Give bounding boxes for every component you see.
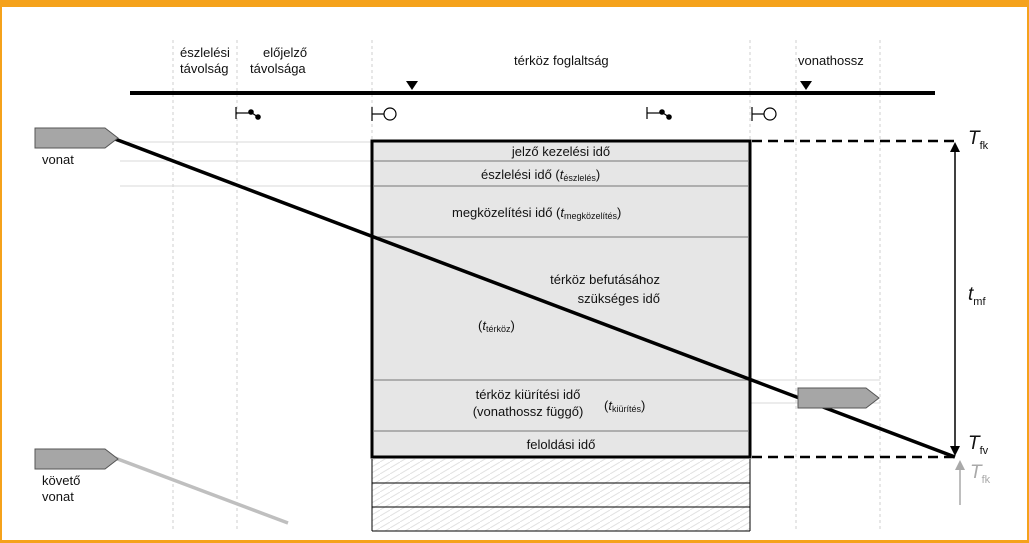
clearing-symbol-label: (tkiürítés) — [604, 398, 645, 414]
lead-train-icon — [34, 127, 119, 149]
main-signal-1-icon — [371, 107, 397, 121]
following-train-label-1: követő — [42, 473, 80, 488]
train-length-label: vonathossz — [798, 53, 864, 68]
following-train-path-line — [114, 456, 289, 525]
phase-separators — [373, 160, 749, 432]
lead-train-label: vonat — [42, 152, 74, 167]
tfk-label: Tfk — [968, 128, 989, 152]
following-train-label-2: vonat — [42, 489, 74, 504]
tmf-label: tmf — [968, 284, 986, 308]
main-signal-2-icon — [751, 107, 777, 121]
detection-time-label: észlelési idő (tészlelés) — [481, 167, 600, 183]
distant-signal-distance-label-1: előjelző — [263, 45, 307, 60]
block-run-symbol-label: (ttérköz) — [478, 318, 515, 334]
distant-signal-distance-label-2: távolsága — [250, 61, 306, 76]
lead-train-later-icon — [797, 387, 880, 409]
following-train-icon — [34, 448, 119, 470]
block-occupancy-label: térköz foglaltság — [514, 53, 609, 68]
tfv-label: Tfv — [968, 433, 989, 457]
clearing-time-label-2: (vonathossz függő) — [473, 404, 584, 419]
next-block-hatched-area — [372, 459, 750, 531]
tmf-double-arrow — [950, 142, 960, 456]
release-time-label: feloldási idő — [527, 437, 596, 452]
block-run-time-label-2: szükséges idő — [578, 291, 660, 306]
train-length-marker-icon — [800, 81, 812, 90]
occupancy-start-marker-icon — [406, 81, 418, 90]
block-run-time-label-1: térköz befutásához — [550, 272, 660, 287]
distant-signal-2-icon — [646, 107, 672, 120]
next-block-lines — [371, 459, 751, 532]
detection-distance-label-1: észlelési — [180, 45, 230, 60]
detection-distance-label-2: távolság — [180, 61, 228, 76]
clearing-time-label-1: térköz kiürítési idő — [476, 387, 581, 402]
distant-signal-1-icon — [235, 107, 261, 120]
approach-time-label: megközelítési idő (tmegközelítés) — [452, 205, 621, 221]
next-tfk-label: Tfk — [970, 462, 991, 486]
blocking-time-box — [370, 139, 752, 459]
next-tfk-arrow — [955, 460, 965, 505]
signal-handling-time-label: jelző kezelési idő — [511, 144, 610, 159]
